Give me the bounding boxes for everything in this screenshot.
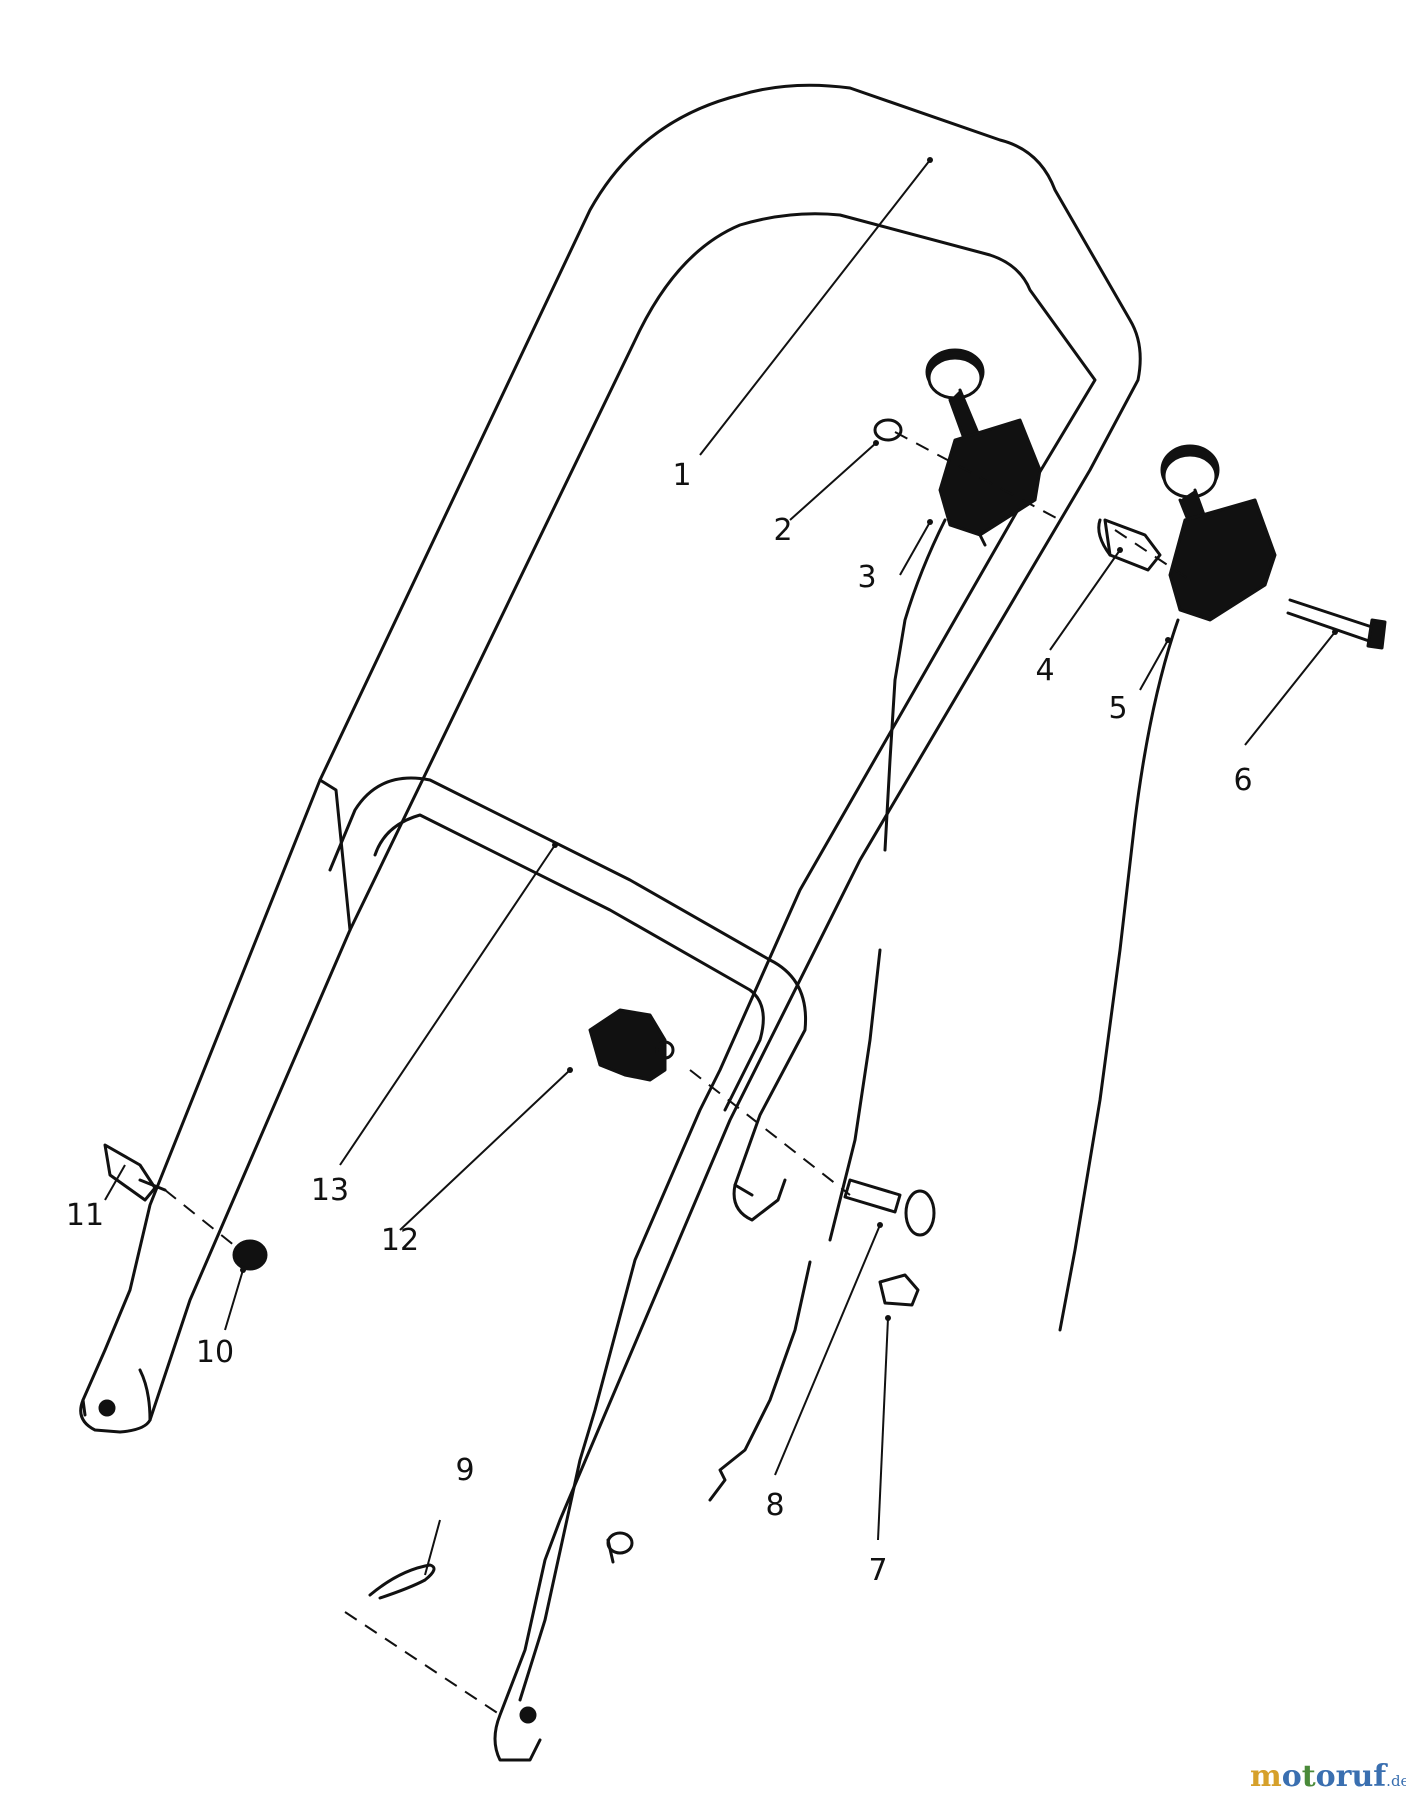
watermark-letter: u <box>1351 1759 1373 1794</box>
callout-11: 11 <box>66 1198 104 1233</box>
watermark-letter: o <box>1316 1759 1336 1794</box>
assembly-lines <box>164 431 1191 1719</box>
leader-lines <box>104 159 1336 1576</box>
pin-11 <box>103 1143 167 1202</box>
spacer-4 <box>1097 518 1162 572</box>
nut-10 <box>232 1239 268 1271</box>
callout-3: 3 <box>857 560 876 595</box>
callout-7: 7 <box>868 1553 887 1588</box>
control-lever-5 <box>1160 444 1277 622</box>
watermark-letter: f <box>1373 1759 1388 1794</box>
watermark-letter: t <box>1302 1759 1316 1794</box>
handle-hole-left <box>98 1399 116 1417</box>
callout-4: 4 <box>1035 653 1054 688</box>
callout-5: 5 <box>1108 691 1127 726</box>
callout-13: 13 <box>311 1173 349 1208</box>
nut-7 <box>878 1273 920 1307</box>
leader-dots <box>240 157 1338 1321</box>
callout-9: 9 <box>455 1453 474 1488</box>
watermark-logo: motoruf.de <box>1250 1759 1406 1794</box>
cable-segment-8 <box>708 1260 812 1502</box>
watermark-letter: r <box>1336 1759 1353 1794</box>
upper-handle <box>79 83 1142 1762</box>
callout-6: 6 <box>1233 763 1252 798</box>
watermark-letter: o <box>1282 1759 1302 1794</box>
callout-2: 2 <box>773 513 792 548</box>
handle-hole-right <box>519 1706 537 1724</box>
bolt-6 <box>1286 598 1387 650</box>
callout-8: 8 <box>765 1488 784 1523</box>
lower-handle <box>328 776 808 1222</box>
callouts: 1 2 3 4 5 6 7 8 9 10 11 12 13 <box>66 458 1253 1588</box>
callout-1: 1 <box>672 458 691 493</box>
nut-2 <box>873 418 903 442</box>
hairpin-clip-9 <box>368 1563 436 1600</box>
knob-12 <box>588 1008 675 1082</box>
callout-10: 10 <box>196 1335 234 1370</box>
throttle-cable-3 <box>883 518 947 852</box>
control-lever-3 <box>925 348 1042 547</box>
control-cable-5 <box>1058 618 1180 1332</box>
callout-12: 12 <box>381 1223 419 1258</box>
pin-stub <box>606 1531 634 1555</box>
watermark-letter: m <box>1250 1759 1282 1794</box>
